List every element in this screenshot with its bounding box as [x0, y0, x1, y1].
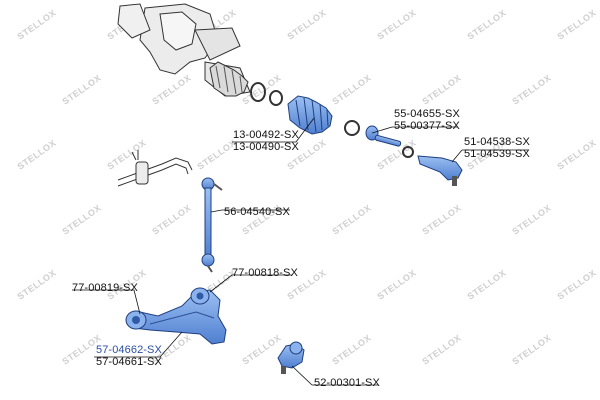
seal-rings: [250, 82, 283, 106]
watermark-text: STELLOX: [510, 73, 553, 107]
watermark-text: STELLOX: [150, 73, 193, 107]
watermark-text: STELLOX: [465, 8, 508, 42]
control-arm-code-1: 57-04662-SX: [96, 344, 162, 356]
rack-boot: [287, 95, 360, 136]
watermark-text: STELLOX: [60, 73, 103, 107]
ball-joint-code: 52-00301-SX: [314, 377, 380, 389]
watermark-text: STELLOX: [555, 8, 598, 42]
watermark-text: STELLOX: [15, 268, 58, 302]
watermark-text: STELLOX: [420, 203, 463, 237]
watermark-text: STELLOX: [330, 203, 373, 237]
watermark-text: STELLOX: [420, 73, 463, 107]
control-arm-code-2: 57-04661-SX: [96, 356, 162, 368]
tie-rod-end-code-2: 51-04539-SX: [464, 148, 530, 160]
watermark-text: STELLOX: [510, 203, 553, 237]
control-arm-bushing-code: 77-00819-SX: [72, 282, 138, 294]
watermark-text: STELLOX: [510, 333, 553, 367]
leader-lines: [72, 117, 528, 386]
stabilizer-link-code: 56-04540-SX: [224, 206, 290, 218]
watermark-text: STELLOX: [555, 268, 598, 302]
watermark-text: STELLOX: [60, 203, 103, 237]
watermark-text: STELLOX: [465, 268, 508, 302]
rack-boot-code-1: 13-00492-SX: [233, 129, 299, 141]
watermark-text: STELLOX: [420, 333, 463, 367]
watermark-text: STELLOX: [285, 8, 328, 42]
watermark-text: STELLOX: [240, 333, 283, 367]
steering-rack-housing: [117, 3, 251, 97]
ball-joint: [277, 341, 305, 374]
watermark-text: STELLOX: [330, 73, 373, 107]
watermark-text: STELLOX: [150, 203, 193, 237]
watermark-text: STELLOX: [375, 8, 418, 42]
watermark-text: STELLOX: [330, 333, 373, 367]
tie-rod-end-code-1: 51-04538-SX: [464, 136, 530, 148]
watermark-text: STELLOX: [15, 138, 58, 172]
watermark-text: STELLOX: [195, 138, 238, 172]
inner-tie-rod-code-1: 55-04655-SX: [394, 108, 460, 120]
stabilizer-bar: [117, 150, 193, 187]
control-arm: [125, 287, 227, 345]
rack-boot-code-2: 13-00490-SX: [233, 141, 299, 153]
inner-tie-rod-code-2: 55-00377-SX: [394, 120, 460, 132]
watermark-text: STELLOX: [375, 268, 418, 302]
watermark-text: STELLOX: [555, 138, 598, 172]
control-arm-rear-bushing-code: 77-00818-SX: [232, 267, 298, 279]
tie-rod-end: [417, 155, 463, 186]
stabilizer-link: [201, 177, 223, 273]
watermark-text: STELLOX: [15, 8, 58, 42]
